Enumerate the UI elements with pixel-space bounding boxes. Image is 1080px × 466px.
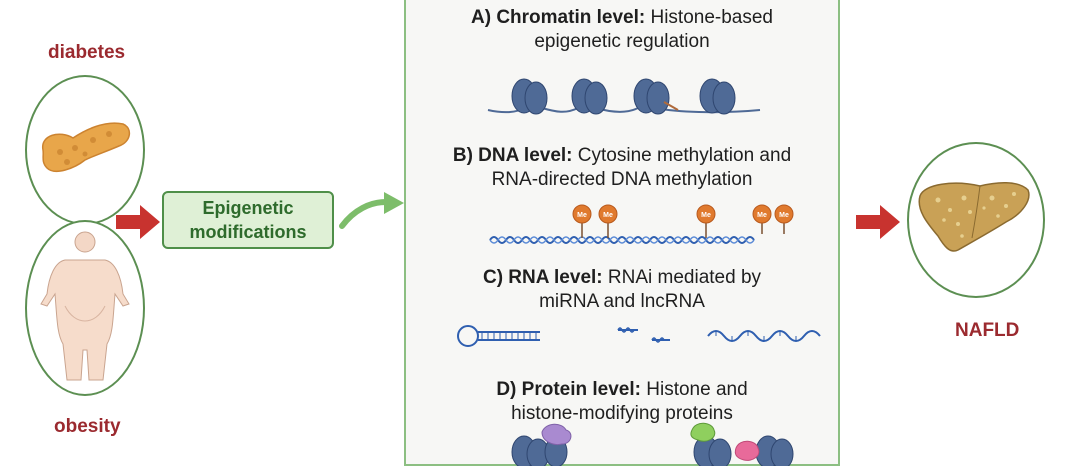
section-a-title: A) Chromatin level: Histone-based epigen… [404, 6, 840, 54]
section-c-bold: C) RNA level: [482, 267, 603, 288]
section-d-rest: Histone and [640, 379, 748, 400]
section-a-bold: A) Chromatin level: [471, 7, 646, 28]
histone-proteins-icon [511, 422, 794, 466]
diabetes-label: diabetes [48, 42, 126, 63]
section-b-rest: Cytosine methylation and [572, 145, 792, 166]
methyl-tag: Me [577, 212, 587, 219]
rna-molecules-icon [457, 325, 821, 347]
methyl-tag: Me [757, 212, 767, 219]
section-d-line2: histone-modifying proteins [511, 403, 733, 424]
obese-body-icon [40, 231, 130, 381]
section-a-rest: Histone-based [645, 7, 773, 28]
epigenetic-modifications-box: Epigenetic modifications [162, 191, 334, 249]
section-c-line2: miRNA and lncRNA [539, 291, 705, 312]
nafld-label: NAFLD [955, 320, 1020, 341]
section-d-title: D) Protein level: Histone and histone-mo… [404, 378, 840, 426]
section-b-title: B) DNA level: Cytosine methylation and R… [404, 144, 840, 192]
arrow-right-icon [856, 205, 900, 239]
curved-arrow-icon [339, 192, 404, 229]
methyl-tag: Me [701, 212, 711, 219]
section-d-bold: D) Protein level: [496, 379, 641, 400]
section-b-bold: B) DNA level: [452, 145, 573, 166]
obesity-label: obesity [54, 416, 121, 437]
section-b-line2: RNA-directed DNA methylation [491, 169, 753, 190]
chromatin-nucleosomes-icon [487, 78, 761, 115]
dna-methylation-icon: Me Me Me Me Me [489, 204, 794, 244]
pancreas-icon [42, 122, 131, 172]
fatty-liver-icon [918, 182, 1030, 252]
box-line-2: modifications [189, 222, 307, 242]
section-c-title: C) RNA level: RNAi mediated by miRNA and… [404, 266, 840, 314]
section-a-line2: epigenetic regulation [534, 31, 710, 52]
section-c-rest: RNAi mediated by [602, 267, 762, 288]
methyl-tag: Me [779, 212, 789, 219]
methyl-tag: Me [603, 212, 613, 219]
epigenetic-levels-panel [404, 0, 840, 466]
arrow-right-icon [116, 205, 160, 239]
box-line-1: Epigenetic [202, 198, 294, 218]
